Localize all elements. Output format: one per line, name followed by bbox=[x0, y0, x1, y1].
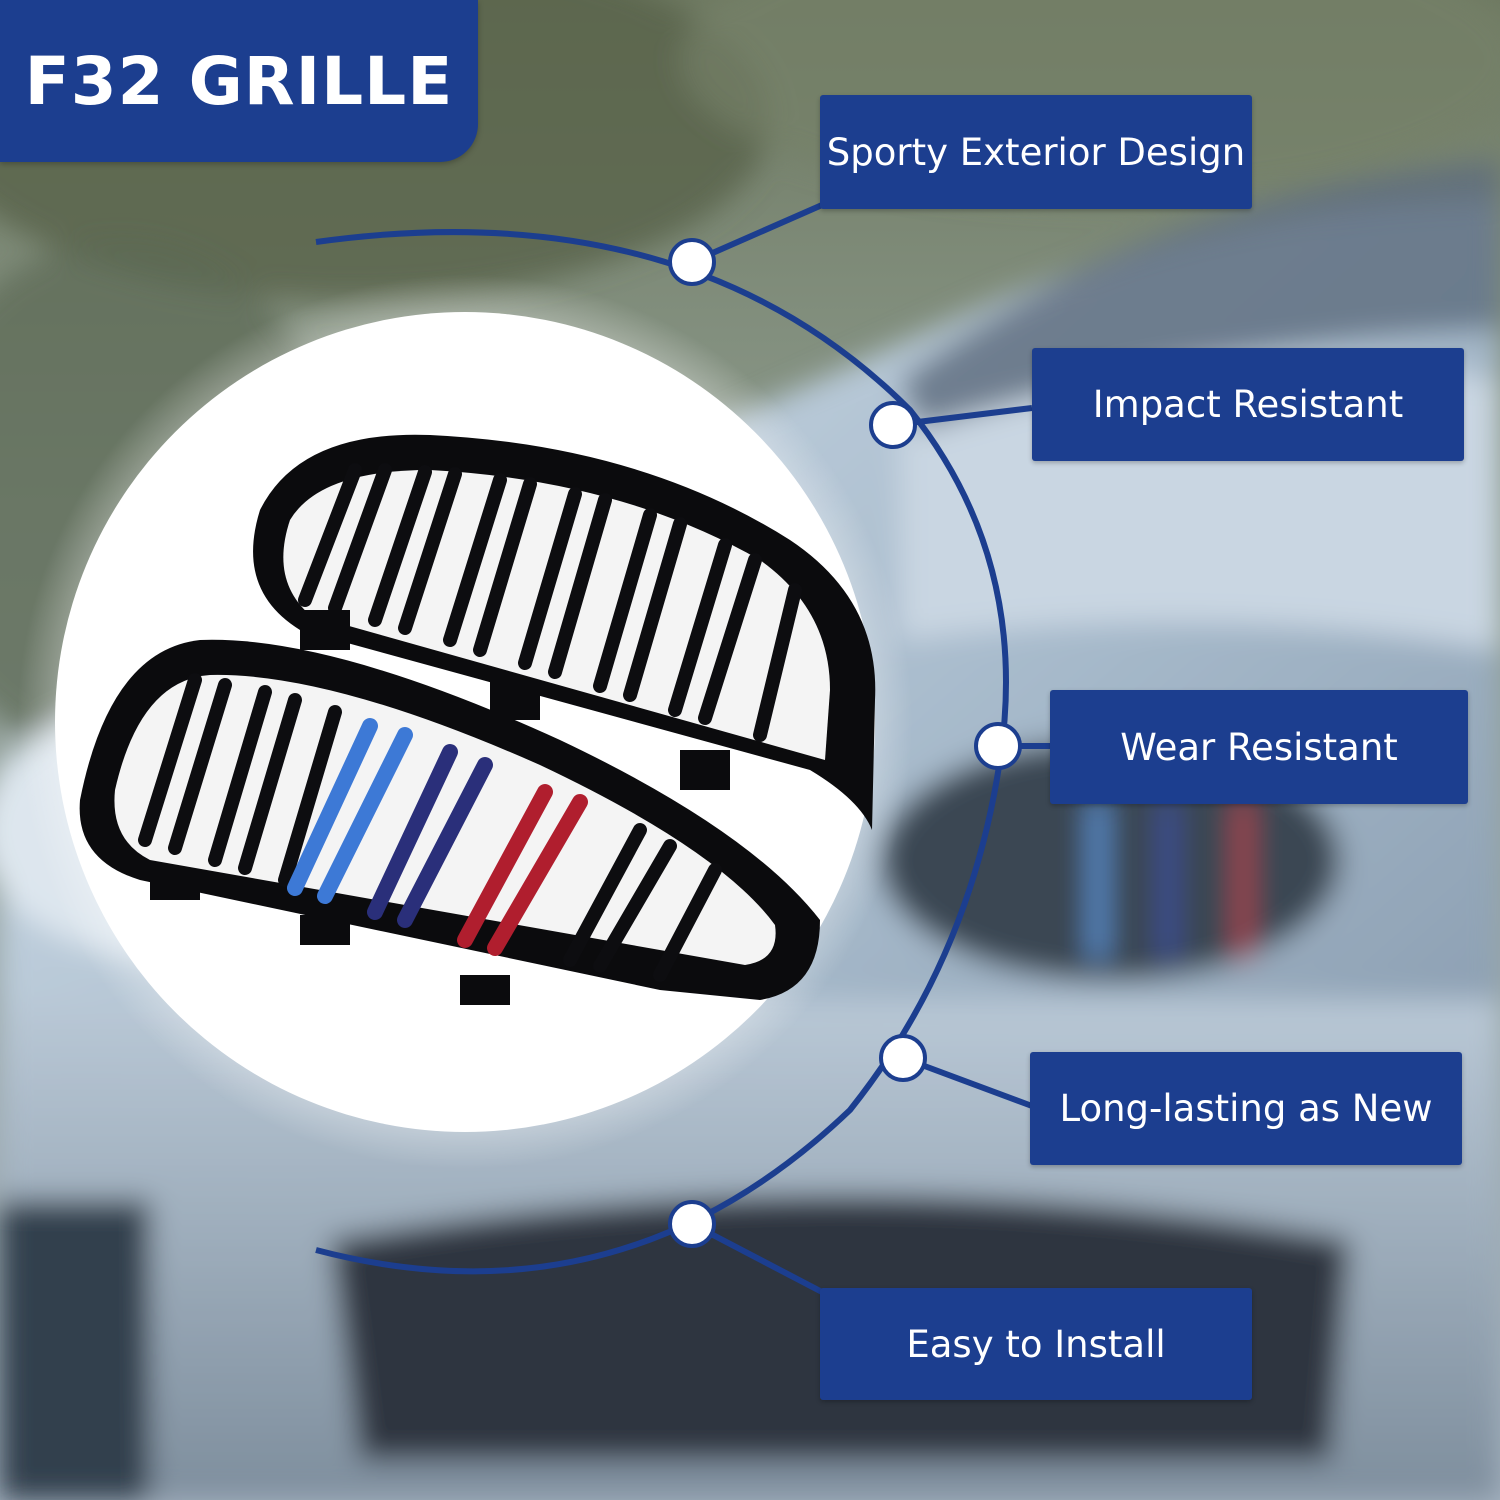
page-title: F32 GRILLE bbox=[24, 42, 454, 120]
feature-callout-easy-to-install: Easy to Install bbox=[820, 1288, 1252, 1400]
feature-callout-impact-resistant: Impact Resistant bbox=[1032, 348, 1464, 461]
feature-callout-long-lasting: Long-lasting as New bbox=[1030, 1052, 1462, 1165]
feature-callout-wear-resistant: Wear Resistant bbox=[1050, 690, 1468, 804]
feature-callout-sporty-exterior-design: Sporty Exterior Design bbox=[820, 95, 1252, 209]
title-badge: F32 GRILLE bbox=[0, 0, 478, 162]
